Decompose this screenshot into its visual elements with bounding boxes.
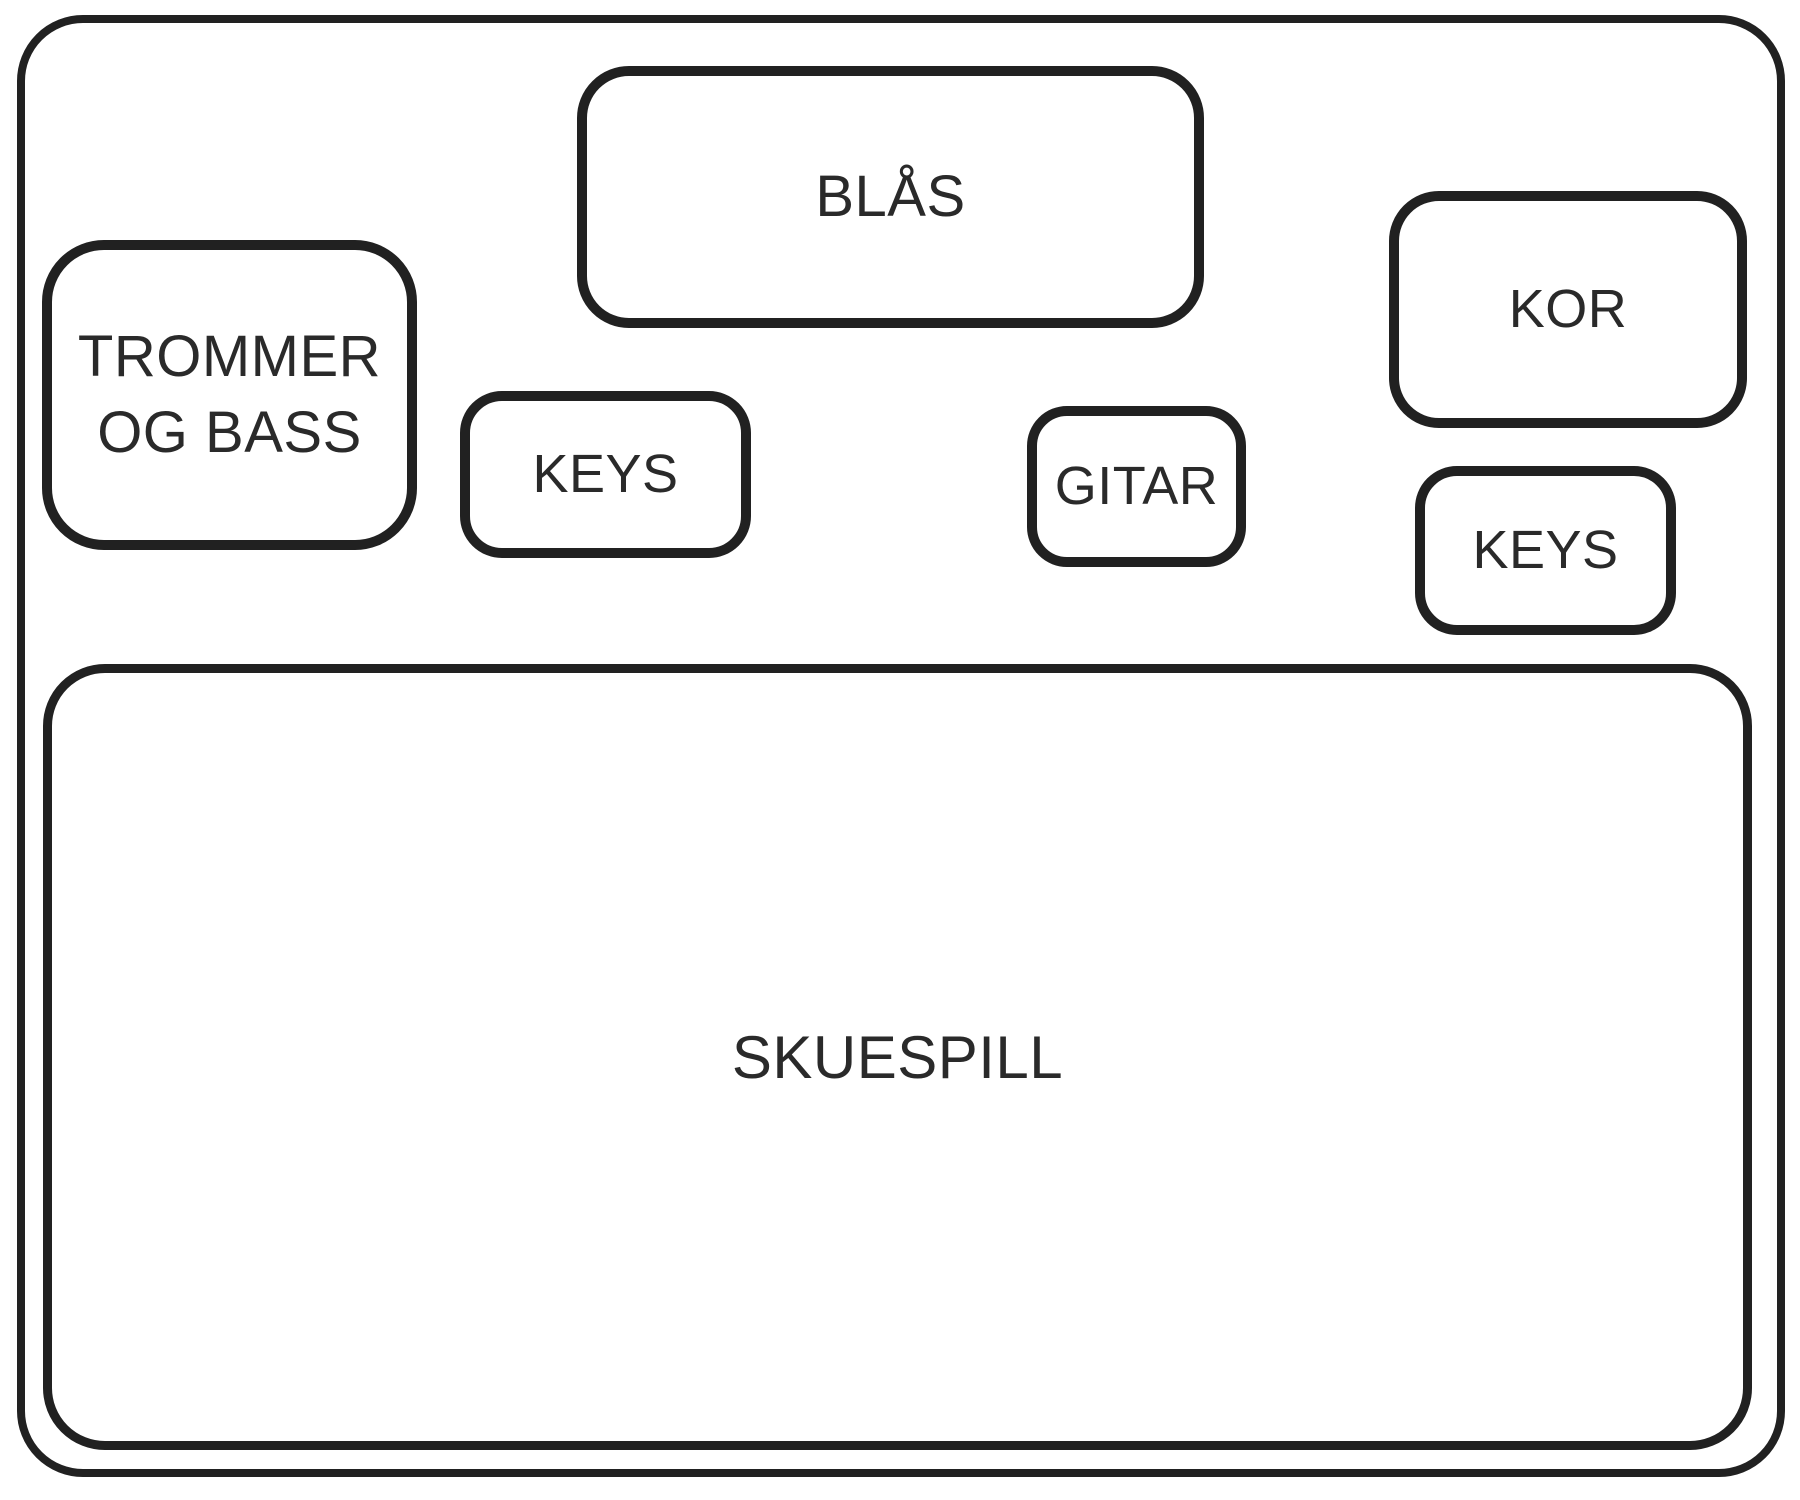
box-blas: BLÅS <box>577 66 1204 328</box>
box-trommer-og-bass-line1: TROMMER <box>77 324 382 389</box>
box-gitar: GITAR <box>1027 406 1246 567</box>
box-gitar-label: GITAR <box>1054 455 1219 516</box>
box-keys-right: KEYS <box>1415 466 1676 635</box>
box-trommer-og-bass: TROMMER OG BASS <box>42 240 417 550</box>
box-keys-left: KEYS <box>460 391 751 558</box>
box-skuespill-label: SKUESPILL <box>731 1023 1064 1091</box>
box-trommer-og-bass-label: TROMMER OG BASS <box>78 319 381 471</box>
box-keys-left-label: KEYS <box>532 443 679 504</box>
box-kor-label: KOR <box>1508 278 1628 339</box>
box-keys-right-label: KEYS <box>1472 519 1619 580</box>
box-skuespill: SKUESPILL <box>43 664 1752 1450</box>
box-trommer-og-bass-line2: OG BASS <box>97 400 362 465</box>
stage-outline <box>17 15 1785 1477</box>
box-kor: KOR <box>1389 191 1747 428</box>
box-blas-label: BLÅS <box>815 163 966 229</box>
